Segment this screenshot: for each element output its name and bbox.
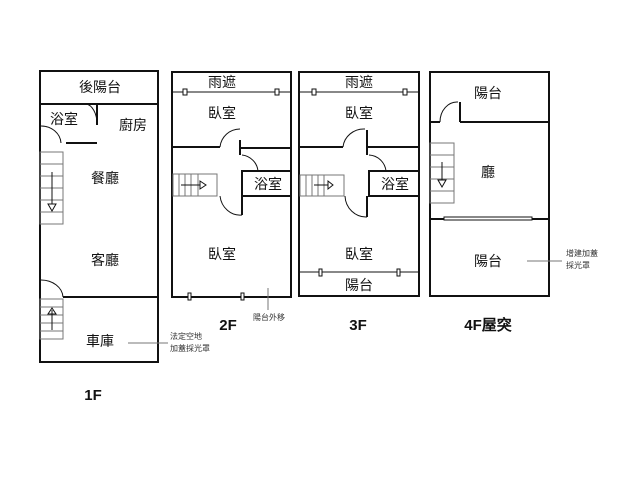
- room-kitchen: 廚房: [119, 117, 147, 134]
- room-bath: 浴室: [254, 176, 282, 193]
- door-arc: [40, 125, 62, 144]
- room-bedroom-front: 臥室: [208, 105, 236, 122]
- room-balcony-bottom: 陽台: [474, 254, 502, 270]
- floor-label-3f: 3F: [349, 317, 367, 334]
- stairs-down: [429, 142, 455, 204]
- annotation-line1: 增建加蓋: [566, 248, 598, 258]
- floor-2f-plan: 雨遮 臥室 浴室 臥室 陽台外移 2F: [171, 71, 292, 334]
- floor-label-2f: 2F: [219, 317, 237, 334]
- annotation: 陽台外移: [253, 312, 285, 322]
- room-bedroom-back: 臥室: [345, 246, 373, 263]
- room-dining: 餐廳: [91, 170, 119, 187]
- room-hall: 廳: [481, 164, 495, 181]
- stairs-down: [39, 151, 64, 225]
- stairs: [172, 173, 218, 197]
- stairs: [299, 174, 345, 197]
- room-back-balcony: 後陽台: [79, 80, 121, 96]
- floor-4f-plan: 陽台 廳 陽台 增建加蓋 採光罩 4F屋突: [429, 71, 598, 334]
- room-canopy: 雨遮: [208, 75, 236, 91]
- room-garage: 車庫: [86, 333, 114, 350]
- room-bedroom-back: 臥室: [208, 246, 236, 263]
- floor-1f-plan: 後陽台 浴室 廚房 餐廳 客廳 車庫 法定空地 加蓋採光罩 1F: [39, 70, 210, 404]
- annotation-line2: 加蓋採光罩: [170, 343, 210, 353]
- floor-label-1f: 1F: [84, 387, 102, 404]
- stairs-up: [39, 298, 64, 340]
- annotation-line2: 採光罩: [566, 260, 590, 270]
- annotation-line1: 法定空地: [170, 331, 202, 341]
- room-living: 客廳: [91, 252, 119, 269]
- floor-label-4f: 4F屋突: [464, 316, 512, 334]
- room-balcony-top: 陽台: [474, 86, 502, 102]
- floor-3f-plan: 雨遮 臥室 浴室 臥室 陽台 3F: [298, 71, 420, 334]
- room-bath: 浴室: [50, 111, 78, 128]
- door-arc: [85, 103, 98, 125]
- room-bath: 浴室: [381, 176, 409, 193]
- room-bedroom-front: 臥室: [345, 105, 373, 122]
- room-balcony: 陽台: [345, 278, 373, 294]
- room-canopy: 雨遮: [345, 75, 373, 91]
